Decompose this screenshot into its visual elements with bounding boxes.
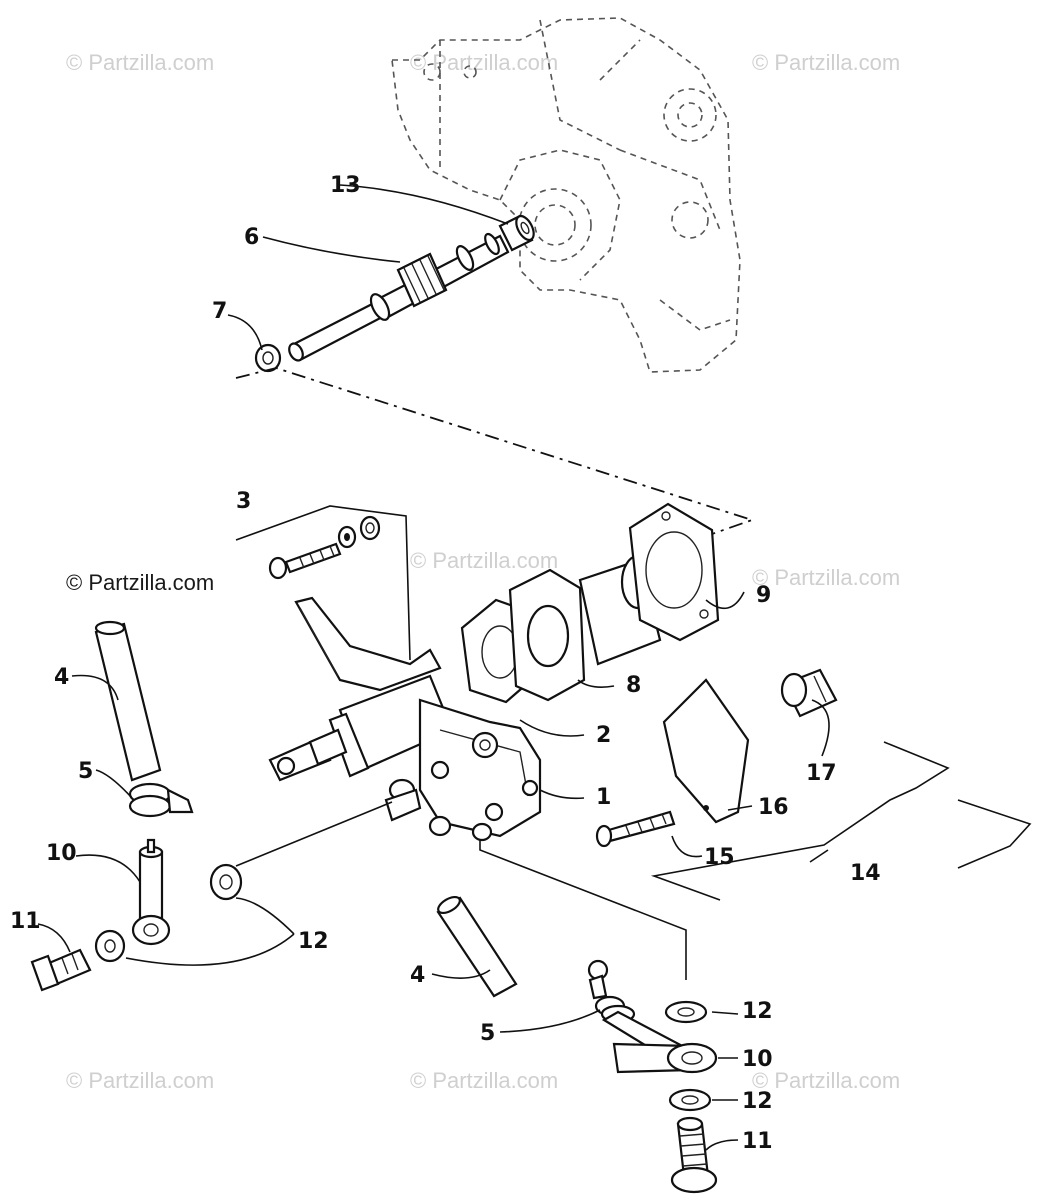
callout-8: 8 (626, 673, 641, 698)
callout-7: 7 (212, 299, 227, 324)
callout-15: 15 (704, 845, 735, 870)
callout-labels: 13 6 7 3 9 4 8 2 5 17 1 16 10 15 14 11 1… (10, 173, 881, 1154)
callout-14: 14 (850, 861, 881, 886)
callout-3: 3 (236, 489, 251, 514)
watermark-bottom-left: © Partzilla.com (66, 1068, 214, 1093)
alignment-line (235, 367, 755, 535)
leader-2 (519, 719, 585, 737)
callout-12-upper-right: 12 (742, 999, 773, 1024)
callout-12-lower-right: 12 (742, 1089, 773, 1114)
gaskets-and-adapter (460, 502, 720, 704)
leader-10-left (75, 854, 141, 883)
leader-4-left (71, 674, 119, 701)
leader-pump-12 (235, 801, 393, 867)
cover-kit (595, 668, 838, 848)
leader-6 (262, 236, 401, 263)
callout-4-right: 4 (410, 963, 425, 988)
leader-16 (727, 805, 753, 811)
leader-1 (539, 789, 585, 800)
callout-5-left: 5 (78, 759, 93, 784)
left-hose-assembly (30, 620, 243, 992)
watermark-bottom-right: © Partzilla.com (752, 1068, 900, 1093)
screw-3-assembly (268, 515, 381, 580)
callout-1: 1 (596, 785, 611, 810)
watermark-mid-right: © Partzilla.com (752, 565, 900, 590)
leader-4-right (431, 969, 491, 979)
lower-right-assembly (436, 895, 718, 1194)
watermark-top-right: © Partzilla.com (752, 50, 900, 75)
callout-12-left: 12 (298, 929, 329, 954)
watermark-top-center: © Partzilla.com (410, 50, 558, 75)
leader-11-left (37, 923, 71, 953)
watermark-prominent: © Partzilla.com (66, 570, 214, 595)
callout-6: 6 (244, 225, 259, 250)
bracket-lower (479, 840, 687, 980)
leader-14 (809, 849, 829, 863)
leader-11-right (705, 1139, 739, 1151)
oil-pump-body (268, 596, 542, 842)
callout-2: 2 (596, 723, 611, 748)
hose-4-right (436, 896, 518, 998)
gasket-9 (628, 502, 720, 642)
leader-17 (811, 699, 830, 757)
leader-15 (671, 835, 703, 858)
leader-9 (705, 591, 745, 610)
callout-10-right: 10 (742, 1047, 773, 1072)
leader-7 (227, 314, 263, 351)
callout-10-left: 10 (46, 841, 77, 866)
bracket-3 (235, 505, 411, 661)
cover-plate-16 (662, 678, 750, 824)
callout-4-left: 4 (54, 665, 69, 690)
watermark-bottom-center: © Partzilla.com (410, 1068, 558, 1093)
callout-13: 13 (330, 173, 361, 198)
callout-17: 17 (806, 761, 837, 786)
bracket-14-right (957, 799, 1032, 869)
leader-12-to-washer-b (125, 933, 295, 966)
callout-9: 9 (756, 583, 771, 608)
leader-8 (577, 679, 615, 688)
watermark-mid-center: © Partzilla.com (410, 548, 558, 573)
hose-4-left (94, 622, 162, 782)
leader-5-right (499, 1009, 601, 1033)
drive-shaft-assembly (254, 214, 535, 373)
callout-11-right: 11 (742, 1129, 773, 1154)
callout-16: 16 (758, 795, 789, 820)
watermark-top-left: © Partzilla.com (66, 50, 214, 75)
watermarks: © Partzilla.com © Partzilla.com © Partzi… (66, 50, 900, 1093)
callout-11-left: 11 (10, 909, 41, 934)
callout-5-right: 5 (480, 1021, 495, 1046)
leader-13 (339, 184, 509, 225)
leader-12-upper-right (711, 1011, 739, 1015)
leader-5-left (95, 769, 133, 799)
bracket-14 (650, 741, 950, 901)
leader-12-to-washer (235, 897, 295, 935)
